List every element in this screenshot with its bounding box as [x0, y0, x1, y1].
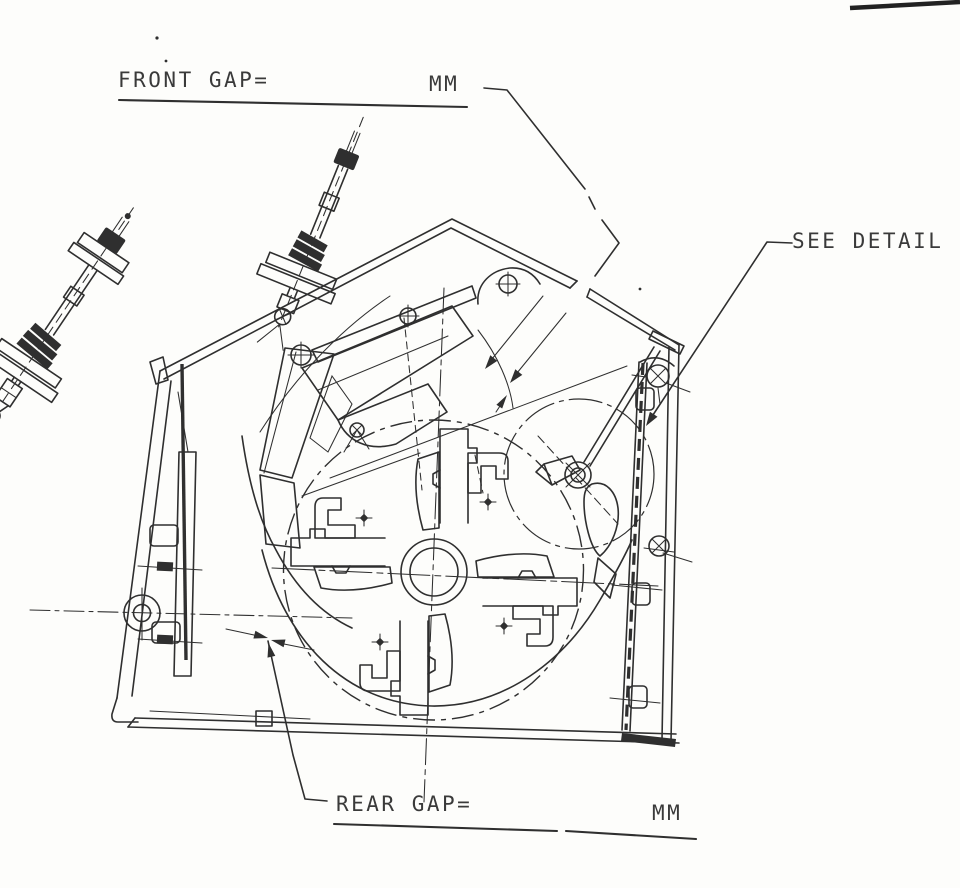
- rotor-hub-inner: [409, 547, 459, 597]
- left-curtain: [241, 341, 353, 629]
- front-apron: [259, 267, 541, 494]
- left-wall: [111, 363, 188, 723]
- rear-apron: [301, 346, 693, 599]
- rear-gap-label: REAR GAP=: [336, 792, 473, 816]
- rotor-vertical-centerline: [423, 287, 445, 803]
- rotor-horizontal-centerline: [271, 567, 659, 587]
- rotor-hub-outer: [400, 538, 468, 606]
- rotor-hammer-assembly: [290, 497, 393, 591]
- base: [127, 710, 680, 744]
- front-gap-label: FRONT GAP=: [118, 68, 270, 92]
- left-liner-and-hinge: [29, 391, 353, 677]
- rear-gap-callout: [225, 628, 698, 841]
- see-detail-label: SEE DETAIL: [792, 229, 944, 253]
- right-roof: [586, 288, 685, 355]
- rear-gap-unit-label: MM: [652, 801, 683, 825]
- front-gap-unit-label: MM: [429, 72, 460, 96]
- detail-circle: [503, 398, 655, 550]
- right-wall: [609, 344, 680, 747]
- center-tension-rod-assembly: [256, 116, 364, 351]
- rotor-hammer-assembly: [415, 428, 509, 531]
- front-gap-callout: [117, 87, 620, 413]
- rotor-hammer-assembly: [359, 613, 453, 716]
- see-detail-callout: [646, 241, 793, 426]
- left-tension-rod-assembly: [0, 207, 134, 434]
- scan-artifacts: [155, 0, 960, 291]
- lid: [149, 218, 578, 385]
- feed-direction-arrows: [485, 295, 567, 413]
- rotor-hammer-assembly: [475, 553, 578, 647]
- housing: [111, 218, 685, 747]
- rear-gap-arrows: [225, 628, 315, 658]
